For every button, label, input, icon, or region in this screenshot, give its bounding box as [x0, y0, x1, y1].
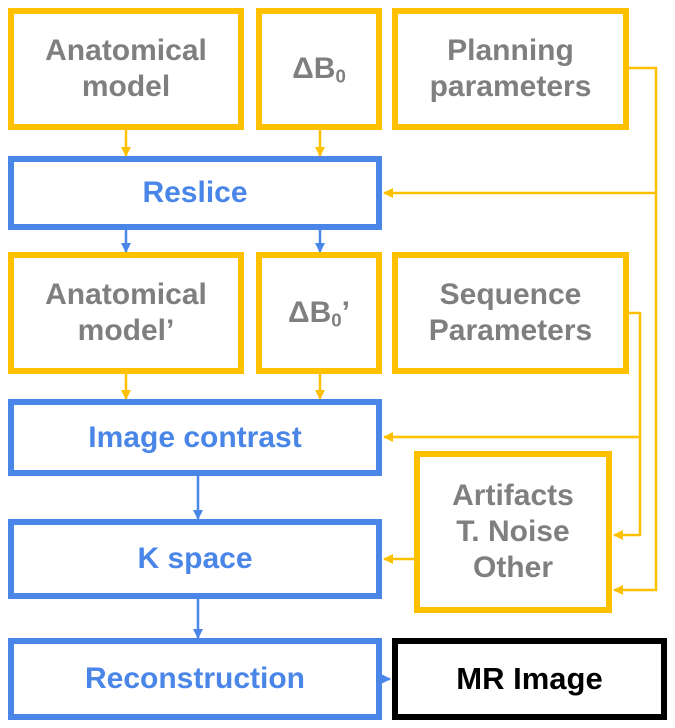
- reconstruction-label: Reconstruction: [84, 662, 306, 695]
- connector-sequence-parameters-route: [613, 311, 642, 540]
- artifacts-noise-other-label: Artifacts T. Noise Other: [452, 479, 574, 584]
- delta-b0-box: ΔB0: [256, 8, 382, 130]
- planning-parameters-label: Planning parameters: [429, 34, 592, 103]
- artifacts-noise-other-box: Artifacts T. Noise Other: [414, 451, 612, 613]
- planning-parameters-box: Planning parameters: [392, 8, 629, 130]
- k-space-box: K space: [8, 519, 382, 599]
- delta-b0-label: ΔB0: [292, 51, 346, 87]
- anatomical-model-box: Anatomical model: [8, 8, 244, 130]
- mr-image-box: MR Image: [392, 638, 667, 720]
- delta-b0-prime-label: ΔB0’: [288, 295, 350, 331]
- k-space-label: K space: [137, 542, 253, 575]
- anatomical-model-prime-box: Anatomical model’: [8, 252, 244, 374]
- reslice-box: Reslice: [8, 156, 382, 230]
- anatomical-model-prime-label: Anatomical model’: [45, 278, 207, 347]
- sequence-parameters-label: Sequence Parameters: [428, 278, 593, 347]
- image-contrast-label: Image contrast: [88, 420, 302, 454]
- mr-image-label: MR Image: [456, 661, 603, 697]
- reconstruction-box: Reconstruction: [8, 638, 382, 720]
- anatomical-model-label: Anatomical model: [45, 34, 207, 103]
- image-contrast-box: Image contrast: [8, 399, 382, 476]
- connector-planning-parameters-route: [613, 66, 658, 595]
- delta-b0-prime-box: ΔB0’: [256, 252, 382, 374]
- sequence-parameters-box: Sequence Parameters: [392, 252, 629, 374]
- reslice-label: Reslice: [142, 176, 248, 209]
